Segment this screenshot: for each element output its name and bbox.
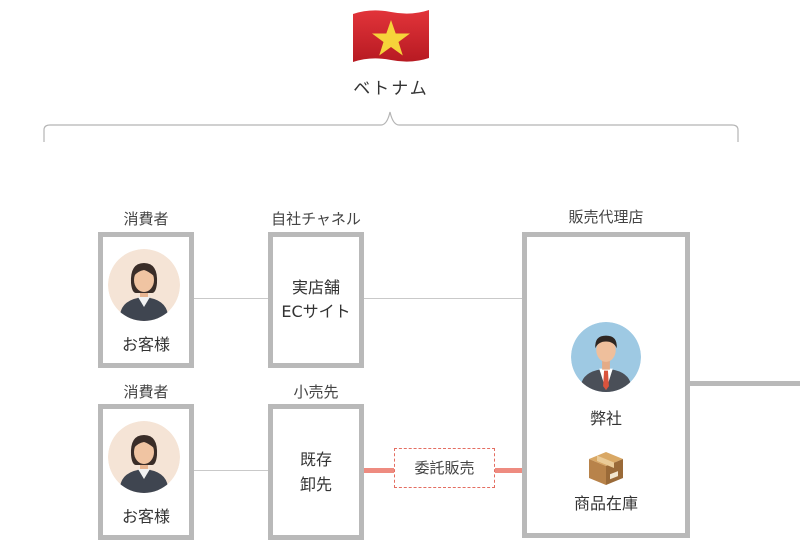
consumer2-caption: 消費者 bbox=[123, 383, 169, 401]
group-brace bbox=[43, 111, 739, 142]
channel-box[interactable] bbox=[268, 232, 364, 368]
channel-line2: ECサイト bbox=[281, 302, 351, 321]
connector-consumer2-retailer bbox=[193, 470, 271, 471]
channel-line1: 実店舗 bbox=[291, 278, 340, 297]
agent-inventory-label: 商品在庫 bbox=[573, 494, 638, 513]
consumer1-label: お客様 bbox=[121, 335, 170, 354]
agent-company-label: 弊社 bbox=[589, 409, 622, 428]
connector-channel-agent bbox=[361, 298, 524, 299]
vietnam-flag-icon bbox=[353, 10, 429, 62]
channel-caption: 自社チャネル bbox=[271, 210, 361, 228]
consignment-line-left bbox=[361, 468, 395, 473]
agent-box[interactable] bbox=[522, 232, 690, 538]
connector-consumer1-channel bbox=[193, 298, 271, 299]
retailer-line2: 卸先 bbox=[299, 475, 332, 494]
businesswoman-avatar-icon bbox=[108, 421, 180, 493]
agent-caption: 販売代理店 bbox=[568, 208, 644, 226]
retailer-line1: 既存 bbox=[299, 450, 332, 469]
retailer-caption: 小売先 bbox=[293, 383, 339, 401]
cardboard-box-icon bbox=[589, 452, 623, 485]
retailer-box[interactable] bbox=[268, 404, 364, 540]
consumer1-caption: 消費者 bbox=[123, 210, 169, 228]
consignment-label[interactable]: 委託販売 bbox=[394, 448, 495, 488]
businessman-avatar-icon bbox=[571, 322, 641, 392]
consignment-line-right bbox=[494, 468, 524, 473]
businesswoman-avatar-icon bbox=[108, 249, 180, 321]
consumer2-label: お客様 bbox=[121, 507, 170, 526]
connector-agent-out bbox=[687, 381, 800, 386]
country-label: ベトナム bbox=[353, 79, 429, 99]
